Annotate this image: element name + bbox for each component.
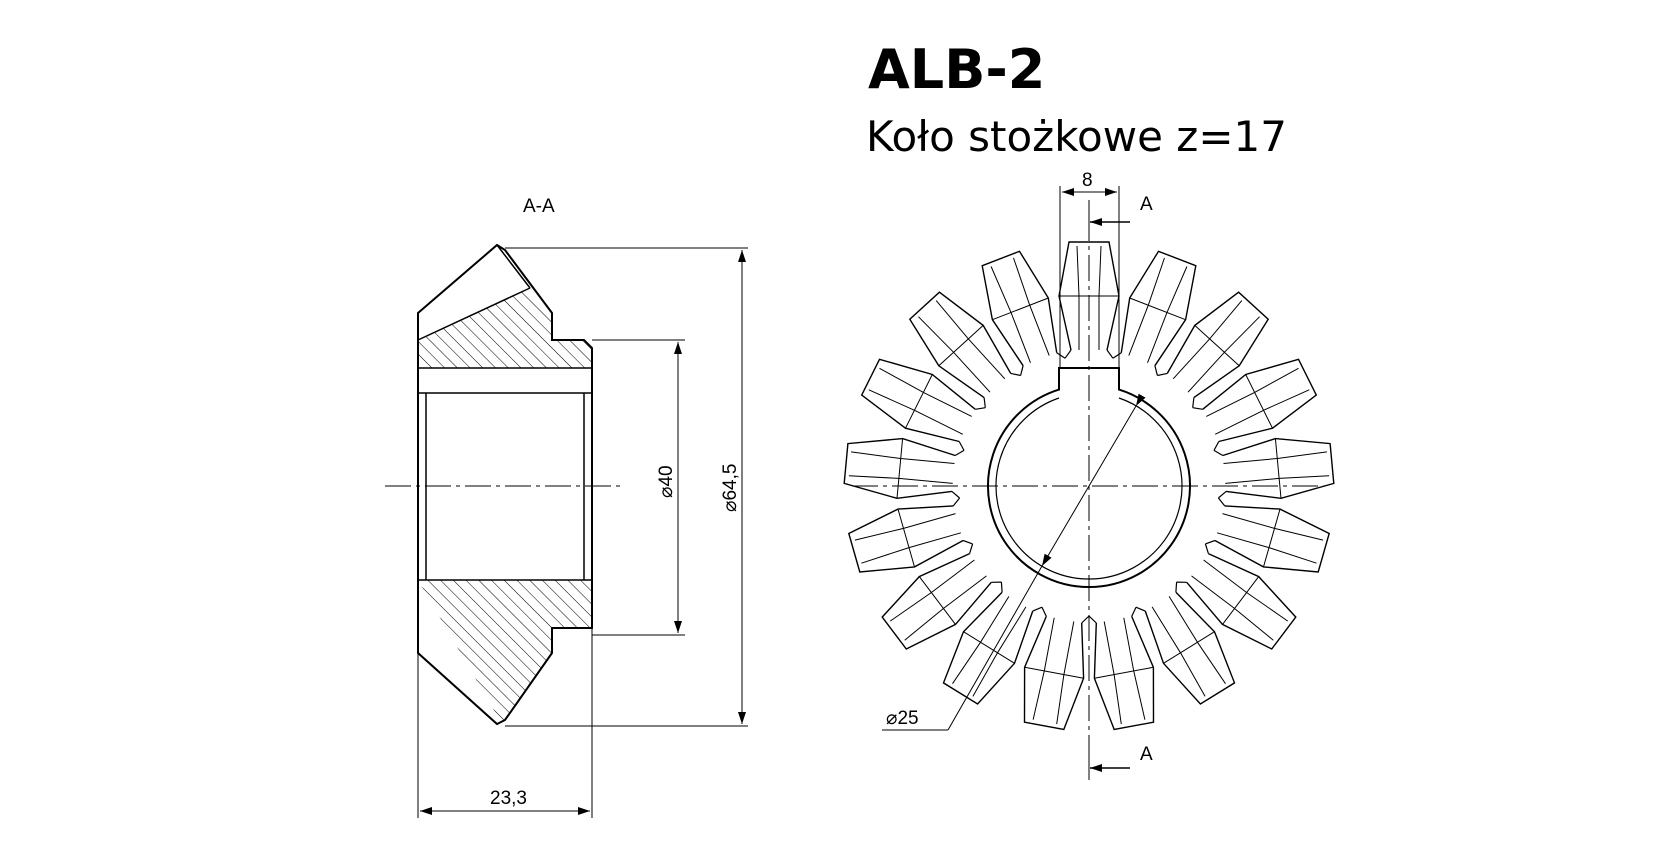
gear-tooth-edge	[990, 257, 1050, 363]
section-mark-top: A	[1140, 194, 1153, 215]
gear-root-line	[983, 397, 986, 408]
gear-tooth-edge	[1216, 508, 1324, 568]
gear-root-line	[1213, 441, 1220, 451]
gear-tooth-edge	[1128, 257, 1188, 363]
gear-root-line	[1154, 365, 1158, 376]
gear-root-line	[1088, 615, 1097, 624]
gear-root-line	[1217, 497, 1226, 507]
gear-root-line	[1010, 372, 1021, 377]
width-dimension: 23,3	[490, 788, 527, 809]
gear-root-line	[958, 441, 965, 451]
gear-root-line	[1204, 543, 1209, 554]
section-label: A-A	[523, 196, 555, 217]
gear-tooth	[1120, 250, 1197, 367]
gear-tooth	[981, 250, 1058, 367]
drawing-title: ALB-2	[868, 38, 1046, 101]
gear-tooth-edge	[1223, 438, 1330, 499]
gear-tooth	[1214, 505, 1331, 573]
gear-tooth-edge	[889, 559, 987, 641]
gear-root-line	[1106, 349, 1114, 359]
gear-tooth-edge	[868, 367, 972, 435]
gear-tooth-edge	[918, 300, 1006, 393]
gear-tooth	[1222, 437, 1335, 500]
gear-tooth-edge	[854, 508, 962, 568]
gear-root-line	[951, 490, 960, 499]
gear-root-line	[1041, 606, 1047, 617]
bore-dimension: ⌀40	[656, 465, 677, 498]
gear-tooth	[1166, 291, 1270, 399]
gear-root-line	[1192, 397, 1195, 408]
gear-root-line	[1175, 582, 1178, 593]
keyway-dimension: 8	[1082, 170, 1093, 191]
gear-teeth	[843, 241, 1335, 731]
gear-root-line	[1157, 372, 1168, 377]
section-view: A-A ⌀40 ⌀64,5 23,3	[385, 196, 748, 818]
gear-root-line	[1213, 449, 1224, 457]
gear-tooth-edge	[1094, 617, 1154, 725]
gear-root-line	[1081, 615, 1090, 624]
gear-root-line	[1218, 490, 1227, 499]
gear-root-line	[954, 449, 965, 457]
gear-root-line	[1064, 349, 1072, 359]
front-view: 8 A A ⌀25	[843, 170, 1335, 780]
gear-root-line	[1020, 365, 1024, 376]
gear-tooth	[1058, 241, 1120, 351]
gear-tooth-edge	[1024, 617, 1084, 725]
gear-tooth	[1186, 552, 1297, 650]
gear-root-line	[1056, 352, 1066, 359]
gear-root-line	[1000, 582, 1003, 593]
gear-tooth-edge	[1172, 300, 1260, 393]
gear-root-line	[975, 407, 986, 410]
gear-root-line	[969, 543, 974, 554]
gear-tooth	[942, 591, 1034, 705]
gear-tooth-edge	[848, 438, 955, 499]
gear-tooth	[881, 552, 992, 650]
gear-root-line	[962, 539, 973, 545]
shaft-dimension: ⌀25	[886, 708, 919, 729]
section-mark-bottom: A	[1140, 744, 1153, 765]
outer-diameter-dimension: ⌀64,5	[720, 464, 741, 512]
gear-root-line	[1135, 606, 1146, 612]
gear-tooth	[1093, 616, 1155, 731]
gear-tooth-edge	[952, 596, 1027, 697]
gear-root-line	[1112, 352, 1122, 359]
gear-root-line	[1192, 407, 1203, 410]
gear-tooth	[860, 358, 976, 443]
gear-tooth-edge	[1151, 596, 1226, 697]
gear-tooth	[1144, 591, 1236, 705]
gear-tooth	[908, 291, 1012, 399]
shaft-bore	[987, 367, 1191, 588]
gear-tooth	[843, 437, 956, 500]
gear-tooth	[847, 505, 964, 573]
drawing-subtitle: Koło stożkowe z=17	[866, 112, 1287, 161]
hatch-upper	[418, 288, 592, 368]
gear-tooth	[1202, 358, 1318, 443]
gear-root-line	[1032, 606, 1043, 612]
gear-root-line	[1205, 539, 1216, 545]
gear-tooth-edge	[1206, 367, 1310, 435]
gear-tooth	[1023, 616, 1085, 731]
gear-root-line	[1131, 606, 1137, 617]
hatch-lower	[418, 580, 592, 724]
section-outline	[417, 243, 593, 726]
gear-tooth-edge	[1191, 559, 1289, 641]
gear-root-line	[952, 497, 961, 507]
